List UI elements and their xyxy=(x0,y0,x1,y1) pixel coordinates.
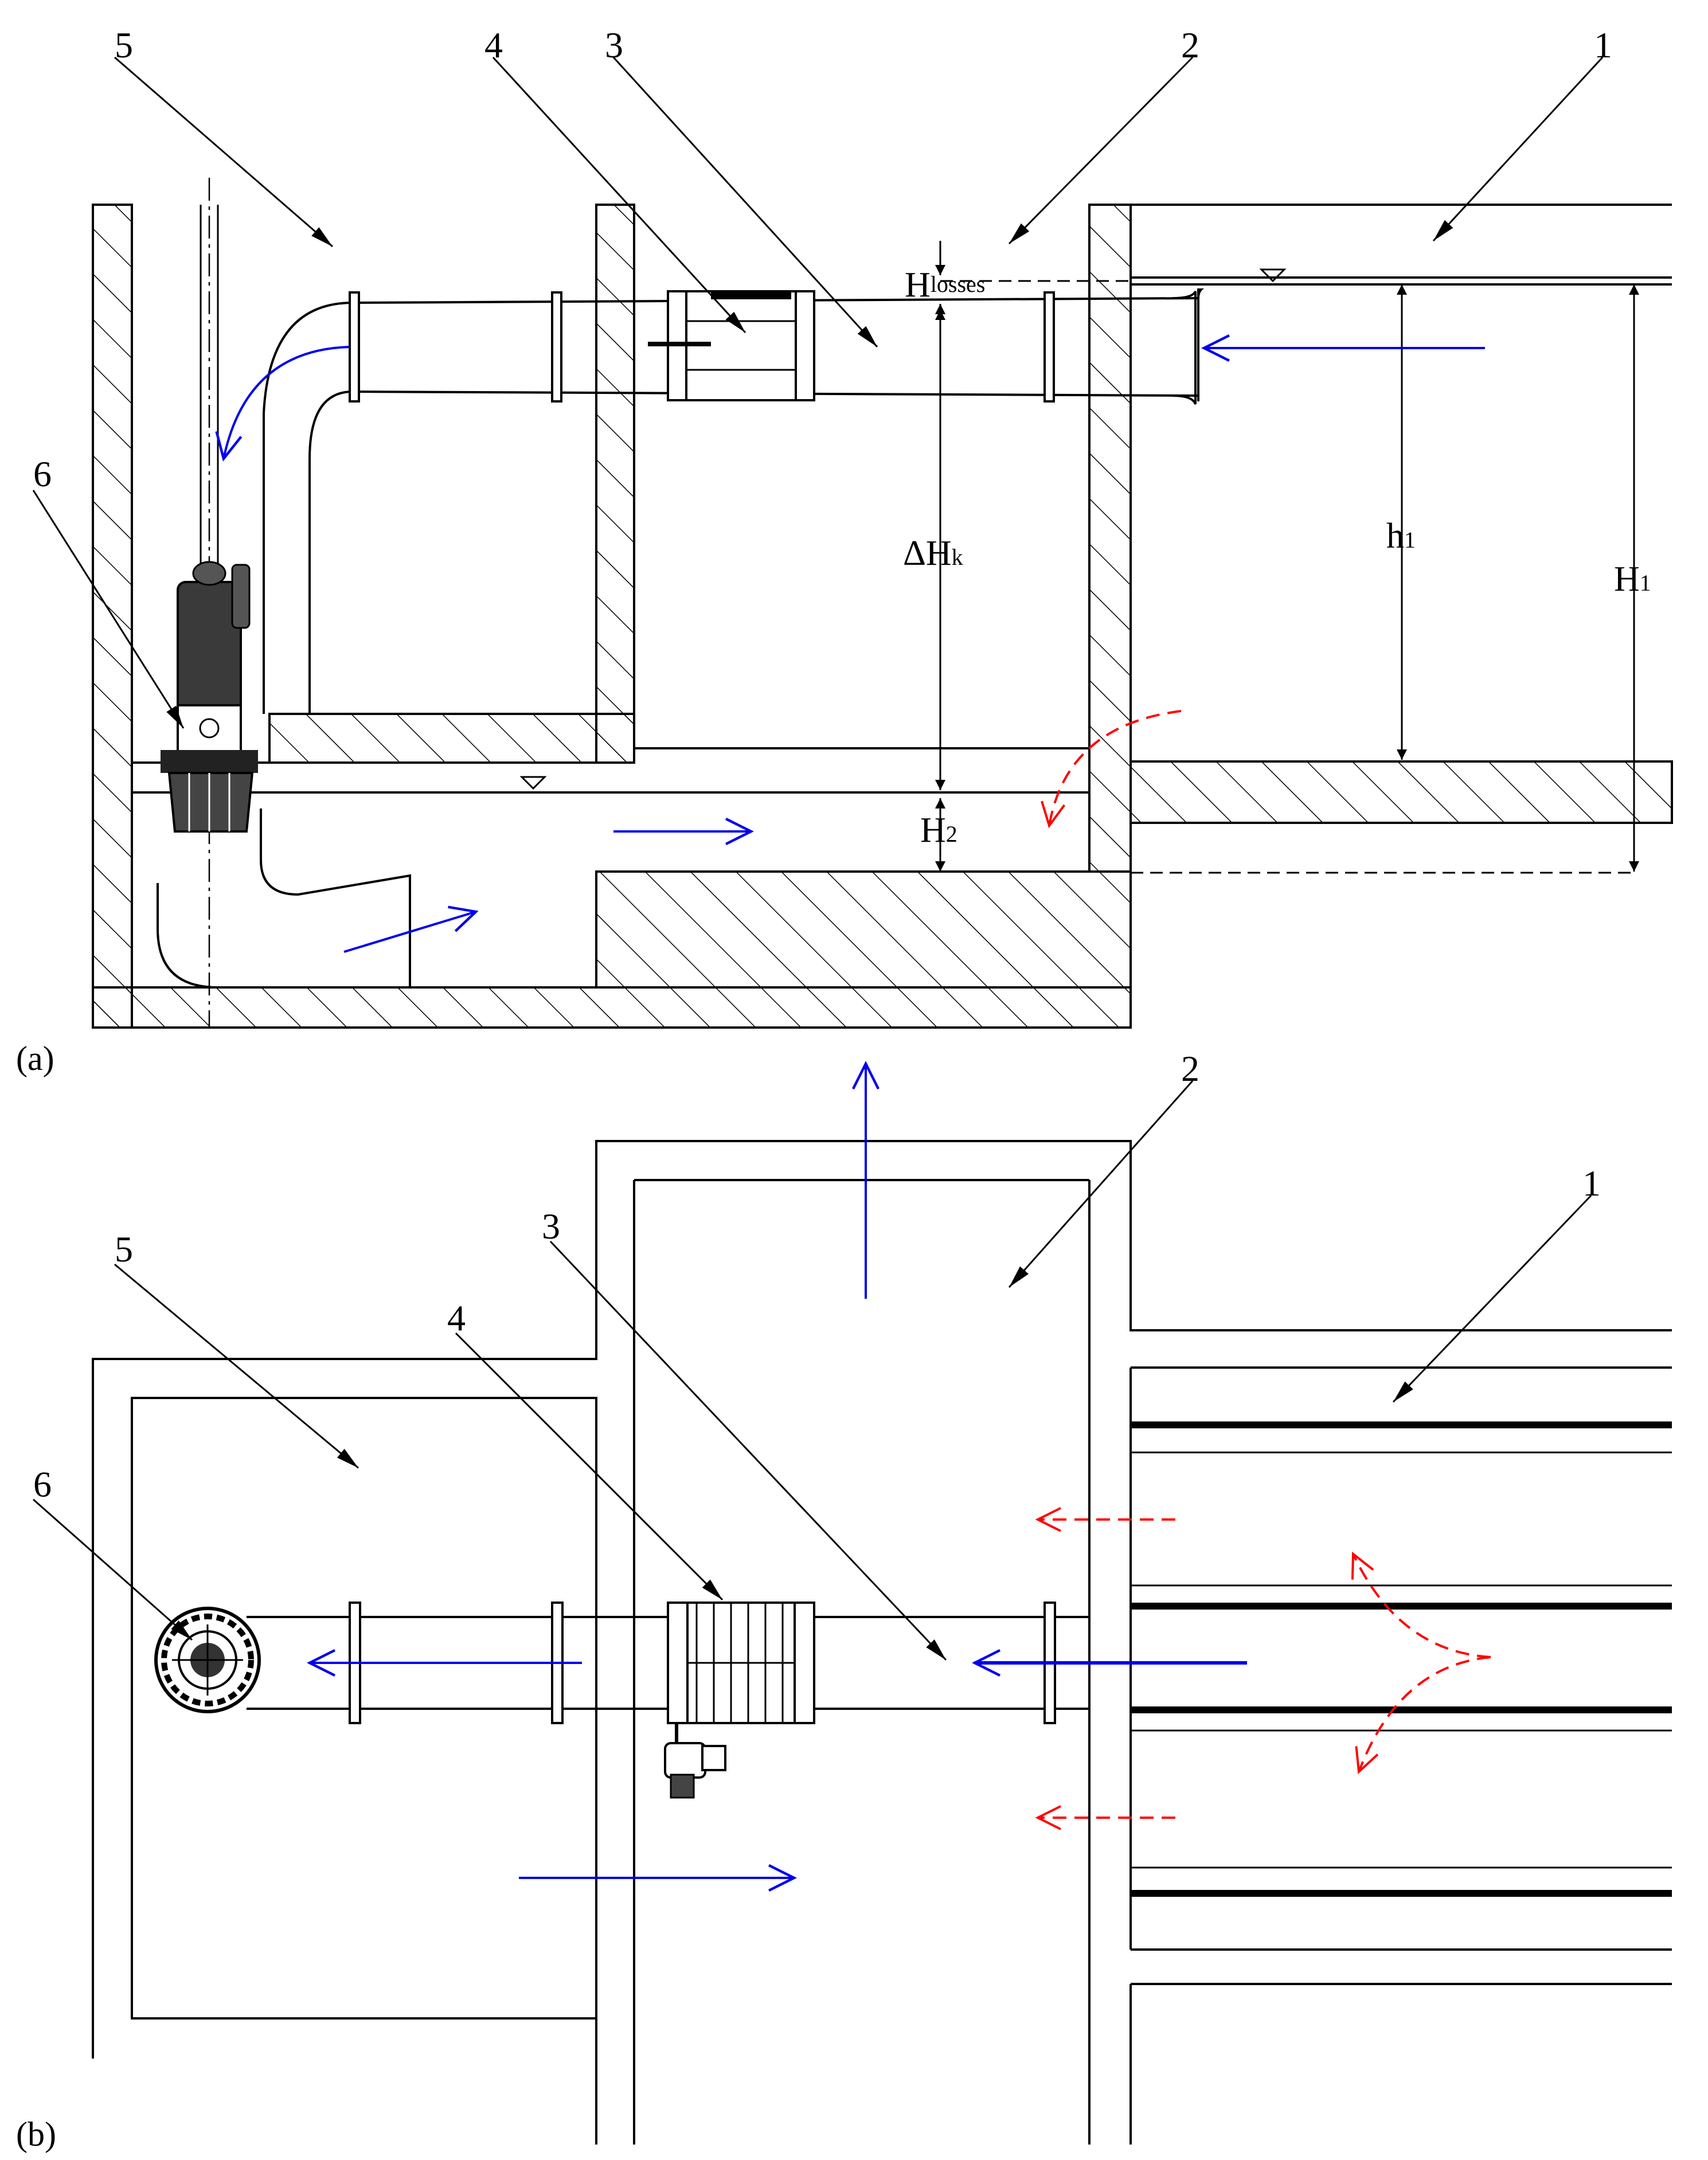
callout-a-3: 3 xyxy=(605,25,623,65)
callout-a-5: 5 xyxy=(115,25,133,65)
submersible-pump xyxy=(161,178,258,1026)
pump-plan xyxy=(154,1607,261,1713)
plan-pipe xyxy=(247,1602,1089,1799)
callout-b-2: 2 xyxy=(1181,1048,1199,1089)
delta-hk-label: ΔHk xyxy=(903,534,963,573)
callout-a-6: 6 xyxy=(33,454,52,494)
dimension-labels: Hlosses ΔHk h1 H1 H2 xyxy=(903,265,1651,850)
callout-b-4: 4 xyxy=(447,1298,466,1338)
callout-leaders xyxy=(32,56,1604,729)
water-level-marker xyxy=(519,268,1287,790)
h-losses-label: Hlosses xyxy=(905,265,985,304)
valve-plan xyxy=(664,1602,815,1799)
callout-numbers: 5 4 3 2 1 6 xyxy=(33,25,1612,494)
H1-label: H1 xyxy=(1614,560,1651,599)
h1-label: h1 xyxy=(1386,517,1416,556)
section-pipe xyxy=(263,288,1204,714)
callout-a-4: 4 xyxy=(484,25,503,65)
plan-walls xyxy=(92,1140,1672,2145)
callout-b-1: 1 xyxy=(1582,1163,1601,1204)
plan-flow-arrows xyxy=(307,1061,1247,1892)
callout-b-5: 5 xyxy=(115,1229,133,1270)
plan-channels xyxy=(1129,1366,1672,1951)
section-outlines xyxy=(132,204,1672,989)
panel-a-label: (a) xyxy=(16,1040,54,1077)
panel-a-section: 5 4 3 2 1 6 Hlosses ΔHk h1 H1 H2 (a) xyxy=(16,25,1673,1077)
plan-secondary-flow-arrows xyxy=(1035,1507,1491,1830)
panel-b-plan: 2 1 3 5 4 6 (b) xyxy=(16,1048,1672,2153)
valve-section xyxy=(648,290,815,401)
plan-callout-leaders xyxy=(33,1080,1592,1661)
callout-a-1: 1 xyxy=(1594,25,1612,65)
flow-arrows xyxy=(215,334,1485,953)
callout-a-2: 2 xyxy=(1181,25,1199,65)
flange xyxy=(349,291,1055,403)
wall-hatching xyxy=(92,204,1673,1029)
callout-b-6: 6 xyxy=(33,1464,52,1505)
callout-b-3: 3 xyxy=(542,1206,560,1247)
plan-callout-numbers: 2 1 3 5 4 6 xyxy=(33,1048,1601,1505)
H2-label: H2 xyxy=(920,811,957,850)
dimension-lines xyxy=(935,241,1639,872)
secondary-flow-arrow xyxy=(1041,710,1182,829)
panel-b-label: (b) xyxy=(16,2115,56,2153)
